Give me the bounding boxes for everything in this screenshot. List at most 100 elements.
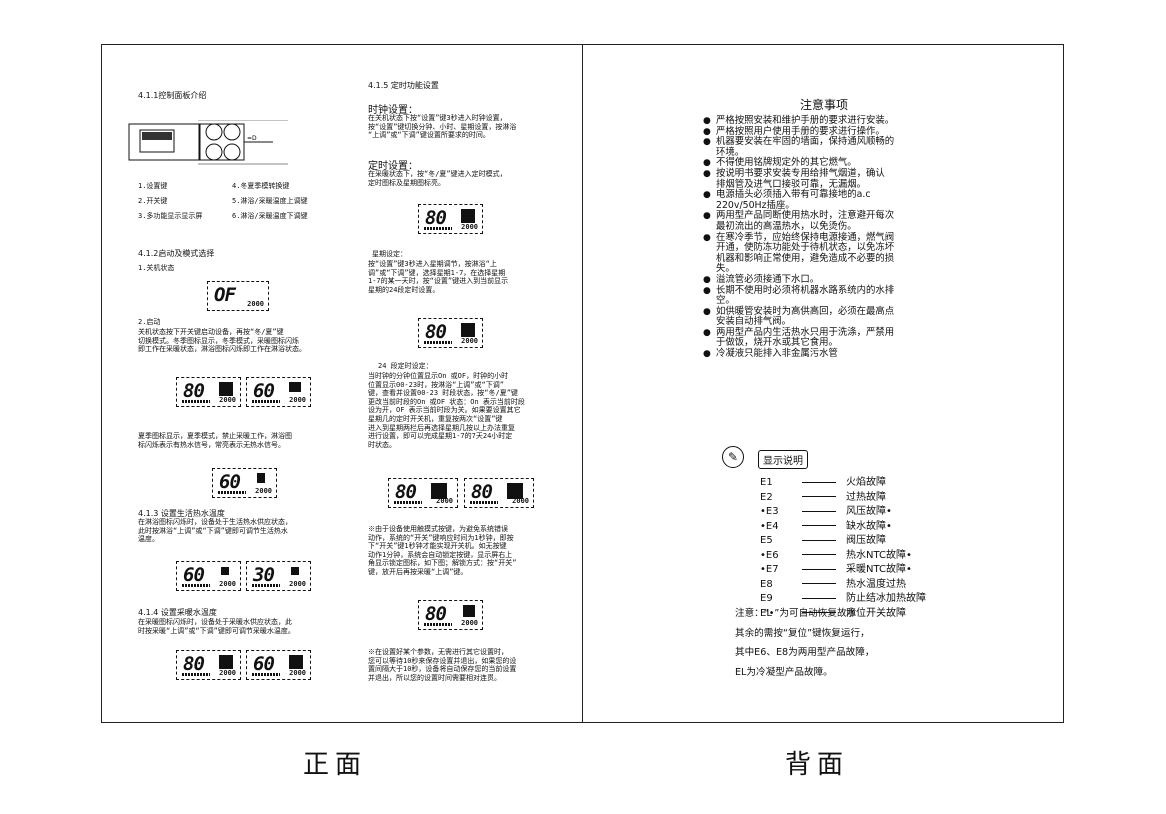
s413-text: 在淋浴图标闪烁时，设备处于生活热水供应状态， 此时按淋浴“上调”或“下调”键即可…	[138, 518, 292, 544]
lcd-temp: 60	[219, 471, 241, 493]
summer-text: 夏季图标显示，夏季模式，禁止采暖工作，淋浴图 标闪烁表示有热水信号，常亮表示无热…	[138, 432, 292, 449]
lcd-year: 2000	[219, 580, 236, 588]
fault-row: E2 过热故障	[760, 491, 926, 506]
fault-text: 风压故障•	[846, 506, 892, 517]
week-text: 按“设置”键3秒进入星期调节，按淋浴“上 调”或“下调”键，选择星期1-7，在选…	[368, 260, 509, 294]
fault-row: E5 阀压故障	[760, 534, 926, 549]
timeout-text: ※在设置好某个参数，无需进行其它设置时， 您可以等待10秒来保存设置并退出，如果…	[368, 648, 517, 682]
wrench-icon: ✎	[722, 446, 744, 468]
lcd-temp: 80	[183, 380, 205, 402]
lcd-year: 2000	[436, 497, 453, 505]
fault-row: EL 水位开关故障	[760, 607, 926, 622]
section-4-1-3: 4.1.3 设置生活热水温度	[138, 509, 225, 518]
lcd-temp: 80	[471, 481, 493, 503]
fault-text: 缺水故障•	[846, 520, 892, 532]
fault-code: •E6	[760, 549, 779, 561]
note-item: 两用型产品同断使用热水时，注意避开每次 最初流出的高温热水，以免烫伤。	[703, 210, 993, 232]
lcd-temp: 80	[425, 603, 447, 625]
fault-row: •E4 缺水故障•	[760, 520, 926, 535]
fault-note: EL为冷凝型产品故障。	[735, 666, 833, 678]
lcd-year: 2000	[247, 300, 264, 308]
lcd-temp: 80	[425, 207, 447, 229]
lcd-temp: 80	[395, 481, 417, 503]
lcd-timer: 80 2000	[418, 204, 483, 234]
s414-text: 在采暖图标闪烁时，设备处于采暖水供应状态，此 时按采暖“上调”或“下调”键即可调…	[138, 618, 295, 635]
note-item: 冷凝液只能排入非金属污水管	[703, 348, 993, 360]
fault-text: 采暖NTC故障•	[846, 564, 912, 575]
caption-front: 正面	[303, 750, 368, 780]
legend-5: 5.淋浴/采暖温度上调键	[232, 197, 308, 205]
fault-code: •E7	[760, 564, 779, 575]
section-4-1-5: 4.1.5 定时功能设置	[368, 81, 439, 90]
lcd-year: 2000	[219, 669, 236, 677]
lcd-year: 2000	[461, 619, 478, 627]
clock-heading: 时钟设置：	[368, 105, 418, 116]
note-item: 长期不使用时必须将机器水路系统内的水排 空。	[703, 285, 993, 307]
fault-code: E5	[760, 535, 773, 546]
note-item: 不得使用铭牌规定外的其它燃气。	[703, 158, 993, 169]
week-heading: 星期设定：	[372, 250, 407, 258]
fault-note: 注意：“•”为可自动恢复故障	[735, 608, 857, 619]
display-label: 显示说明	[758, 450, 808, 469]
fault-code: E9	[760, 593, 773, 604]
legend-1: 1.设置键	[138, 182, 168, 190]
lcd-year: 2000	[289, 396, 306, 404]
fault-code: •E4	[760, 520, 779, 532]
fault-code: EL	[760, 607, 772, 619]
note-item: 两用型产品内生活热水只用于洗涤，严禁用 于做饭，烧开水或其它食用。	[703, 327, 993, 349]
note-item: 机器要安装在牢固的墙面，保持通风顺畅的 环境。	[703, 136, 993, 158]
section-4-1-2: 4.1.2启动及模式选择	[138, 249, 215, 258]
lcd-year: 2000	[289, 580, 306, 588]
caption-back: 背面	[785, 750, 850, 780]
lcd-off-text: OF	[214, 284, 236, 306]
note-item: 溢流管必须接通下水口。	[703, 274, 993, 286]
lcd-temp: 60	[253, 653, 275, 675]
fault-notes: 注意：“•”为可自动恢复故障 其余的需按“复位”键恢复运行， 其中E6、E8为两…	[735, 604, 874, 682]
note-item: 按说明书要求安装专用给排气烟道，确认 排烟管及进气口接驳可靠，无漏烟。	[703, 168, 993, 190]
fault-text: 过热故障	[846, 491, 886, 503]
start-label: 2.启动	[138, 318, 161, 326]
fault-row: E9 防止结冰加热故障	[760, 592, 926, 607]
fault-text: 阀压故障	[846, 535, 886, 546]
lcd-year: 2000	[289, 669, 306, 677]
fault-text: 水位开关故障	[846, 607, 906, 619]
timer-text: 在采暖状态下，按“冬/夏”键进入定时模式， 定时图标及星期图标亮。	[368, 170, 507, 187]
lcd-off: OF 2000	[207, 281, 269, 311]
lcd-year: 2000	[461, 223, 478, 231]
back-panel	[582, 44, 1064, 723]
lock-text: ※由于设备使用触摸式按键，为避免系统错误 动作，系统的“开关”键响应时间为1秒钟…	[368, 525, 517, 576]
fault-row: •E7 采暖NTC故障•	[760, 563, 926, 578]
svg-text:=D: =D	[247, 135, 257, 142]
lcd-dhw-1: 60 2000	[176, 561, 241, 591]
seg24-text: 当时钟的分钟位置显示On 或OF，时钟的小时 位置显示00-23时，按淋浴“上调…	[368, 372, 525, 449]
fault-text: 防止结冰加热故障	[846, 593, 926, 604]
legend-3: 3.多功能显示显示屏	[138, 212, 203, 220]
seg24-heading: 24 段定时设定：	[378, 362, 433, 370]
note-item: 如供暖管安装时为高供高回，必须在最高点 安装自动排气阀。	[703, 306, 993, 328]
fault-note: 其余的需按“复位”键恢复运行，	[735, 627, 870, 639]
lcd-seg-1: 80 2000	[388, 478, 458, 508]
lcd-temp: 60	[253, 380, 275, 402]
fault-note: 其中E6、E8为两用型产品故障，	[735, 647, 875, 658]
timer-heading: 定时设置：	[368, 161, 418, 172]
section-4-1-1: 4.1.1控制面板介绍	[138, 91, 207, 100]
lcd-seg-2: 80 2000	[464, 478, 534, 508]
note-item: 电源插头必须插入带有可靠接地的a.c 220v/50Hz插座。	[703, 189, 993, 211]
lcd-year: 2000	[512, 497, 529, 505]
note-item: 在寒冷季节，应始终保持电源接通，燃气阀 开通，使防冻功能处于待机状态，以免冻坏 …	[703, 232, 993, 275]
lcd-lock: 80 2000	[418, 600, 483, 630]
fault-text: 火焰故障	[846, 477, 886, 488]
lcd-temp: 80	[425, 321, 447, 343]
lcd-temp: 60	[183, 564, 205, 586]
fault-code: E2	[760, 491, 773, 503]
lcd-temp: 30	[253, 564, 275, 586]
start-text: 关机状态按下开关键启动设备，再按“冬/夏”键 切换模式。冬季图标显示，冬季模式，…	[138, 328, 306, 354]
legend-2: 2.开关键	[138, 197, 168, 205]
lcd-temp: 80	[183, 653, 205, 675]
